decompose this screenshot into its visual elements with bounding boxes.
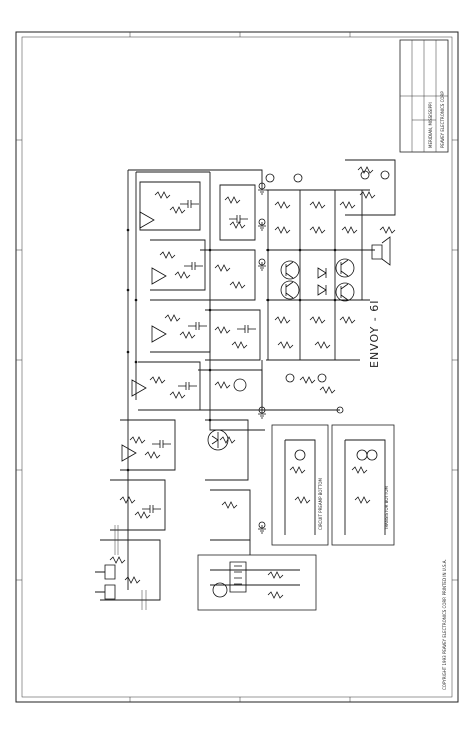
inset-right: TRANSISTOR BOTTOM (331, 424, 395, 546)
location-text: MERIDIAN, MISSISSIPPI (428, 102, 433, 148)
border-ticks (16, 32, 458, 702)
tone-section (198, 172, 266, 541)
power-amp-section (261, 159, 396, 414)
sheet-inner-border (21, 36, 453, 698)
inset-right-label: TRANSISTOR BOTTOM (384, 486, 389, 531)
manufacturer-text: PEAVEY ELECTRONICS CORP (440, 91, 445, 148)
sheet-border (15, 31, 459, 703)
model-title: ENVOY - 6I (368, 300, 381, 369)
power-supply-section (197, 540, 317, 611)
inset-left: CIRCUIT PREAMP BOTTOM (271, 424, 329, 546)
copyright-text: COPYRIGHT 1993 PEAVEY ELECTRONICS CORP. … (442, 559, 447, 690)
title-block: PEAVEY ELECTRONICS CORP MERIDIAN, MISSIS… (399, 39, 449, 153)
inset-left-label: CIRCUIT PREAMP BOTTOM (318, 477, 323, 530)
